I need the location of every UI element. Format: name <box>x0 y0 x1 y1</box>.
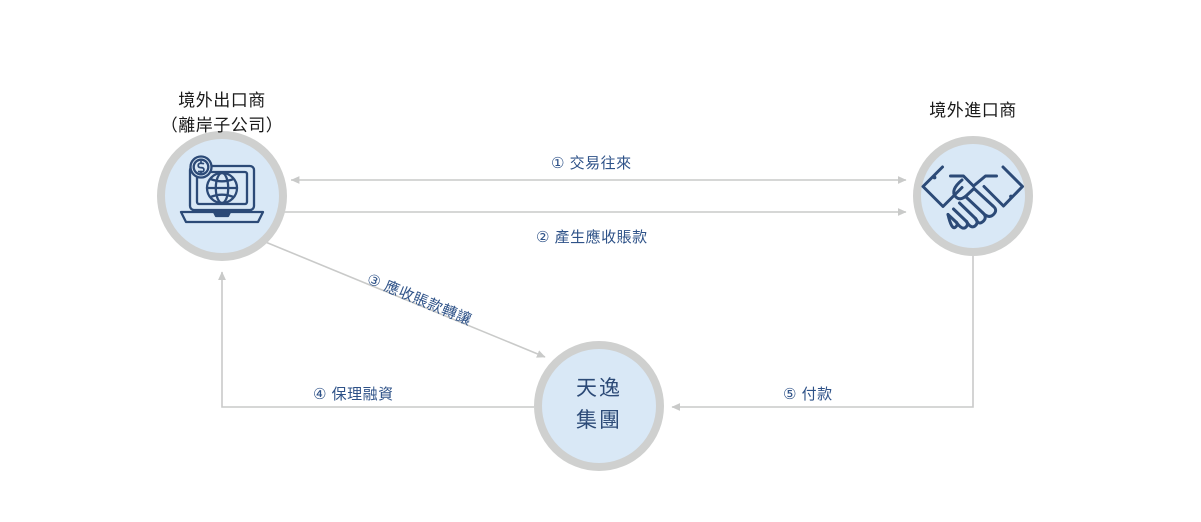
edge-label-4: ④ 保理融資 <box>313 386 394 403</box>
exporter-circle <box>157 131 287 261</box>
factor-label: 天逸 集團 <box>499 373 699 437</box>
factor-label-line-2: 集團 <box>576 409 622 432</box>
exporter-title-line-2: （離岸子公司） <box>160 116 284 135</box>
node-factor[interactable] <box>534 341 664 471</box>
importer-circle <box>913 136 1033 256</box>
factor-circle <box>534 341 664 471</box>
exporter-title: 境外出口商 （離岸子公司） <box>122 88 322 138</box>
edge-line-3 <box>262 240 546 358</box>
edge-label-5: ⑤ 付款 <box>783 386 833 403</box>
edge-line-4 <box>218 271 534 408</box>
edge-label-1: ① 交易往來 <box>551 155 632 172</box>
edge-label-2: ② 產生應收賬款 <box>536 229 648 246</box>
node-exporter[interactable] <box>157 131 287 261</box>
importer-title-line-1: 境外進口商 <box>929 101 1017 120</box>
handshake-icon <box>921 165 1024 230</box>
factor-label-line-1: 天逸 <box>576 377 622 400</box>
edge-line-5 <box>671 256 974 411</box>
node-importer[interactable] <box>913 136 1033 256</box>
exporter-title-line-1: 境外出口商 <box>178 91 266 110</box>
laptop-globe-dollar-icon <box>179 155 265 224</box>
importer-title: 境外進口商 <box>873 98 1073 123</box>
